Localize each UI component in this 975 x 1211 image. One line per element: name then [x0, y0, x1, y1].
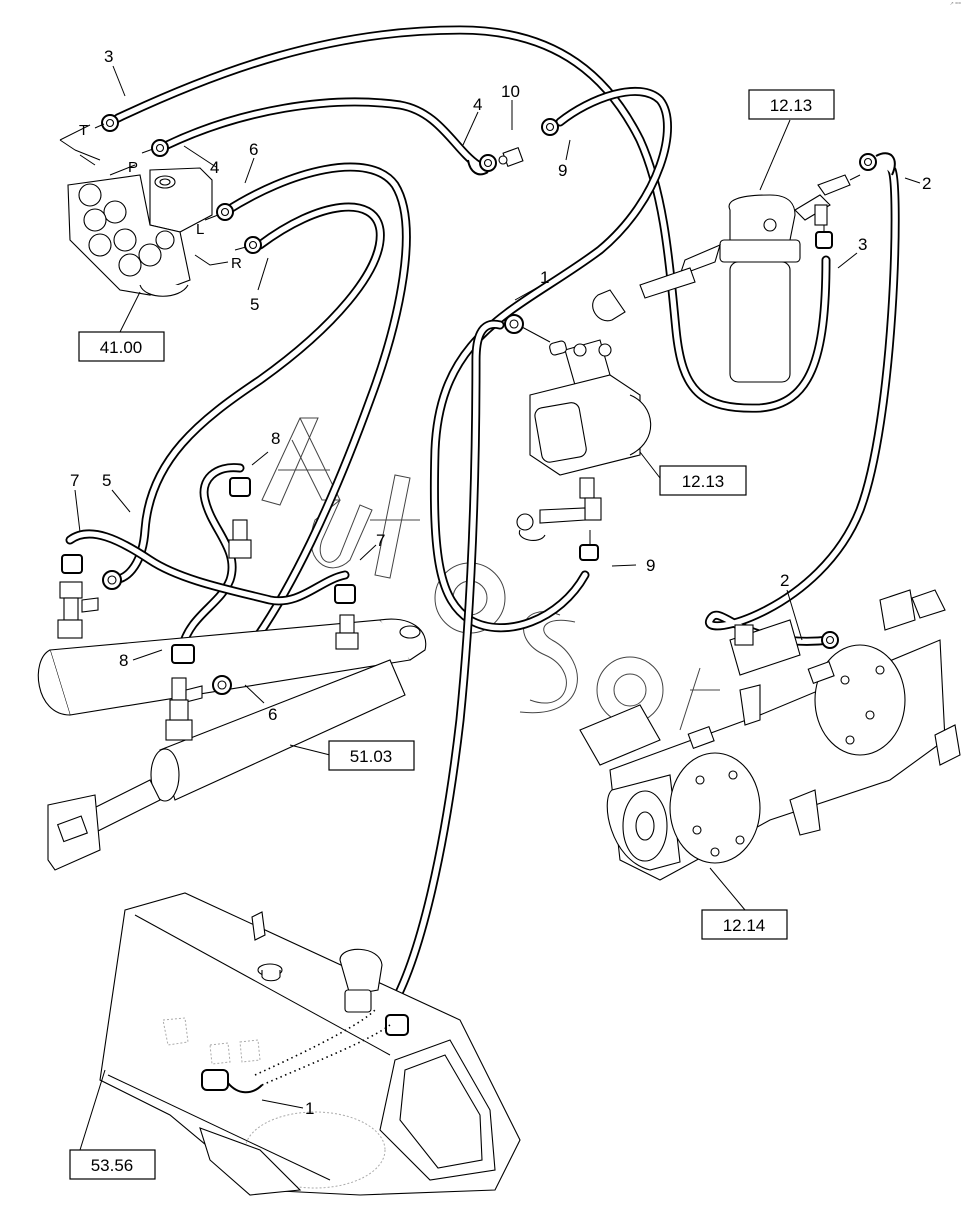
- callout-7-right: 7: [376, 531, 385, 550]
- callout-5-cyl: 5: [102, 471, 111, 490]
- callout-5-valve: 5: [250, 295, 259, 314]
- ref-label-12-14: 12.14: [723, 916, 766, 935]
- callout-8-bottom: 8: [119, 651, 128, 670]
- nut-4: [479, 154, 497, 172]
- ref-label-53-56: 53.56: [91, 1156, 134, 1175]
- ref-label-41-00: 41.00: [100, 338, 143, 357]
- ref-label-12-13-pump: 12.13: [682, 472, 725, 491]
- hose-1: [385, 319, 505, 1015]
- nut-filter-drop: [815, 231, 833, 249]
- hose-7: [65, 529, 350, 606]
- pump-bolts: [692, 665, 885, 857]
- callout-6-cyl: 6: [268, 705, 277, 724]
- hydraulic-tank: [99, 892, 521, 1196]
- cylinder-nuts: [61, 477, 356, 695]
- callout-4-valve: 4: [210, 158, 219, 177]
- charge-pump: [504, 314, 652, 561]
- callout-2-filter: 2: [922, 174, 931, 193]
- cylinder-upper: [37, 618, 427, 716]
- callout-numbers: 3 4 6 5 4 10 9 2 3 1 9 8 7 5 7 8 6 2 1: [70, 47, 931, 1118]
- nut-tank: [385, 1014, 409, 1036]
- ref-label-12-13-filter: 12.13: [770, 96, 813, 115]
- reference-boxes: 41.00 12.13 12.13 51.03 12.14 53.56: [69, 89, 835, 1180]
- fitting-nut-R: [244, 236, 262, 254]
- coupling-assembly: [467, 118, 559, 176]
- port-label-p: P: [128, 159, 138, 176]
- steering-control-valve: [59, 124, 229, 297]
- steering-cylinders: [37, 477, 427, 871]
- ref-box-12-13-pump[interactable]: 12.13: [659, 465, 747, 496]
- callout-10: 10: [501, 82, 520, 101]
- callout-1-tank: 1: [305, 1099, 314, 1118]
- nut-1-elbow: [504, 314, 524, 334]
- hydrostatic-tandem-pump: [579, 589, 961, 881]
- callout-3-valve: 3: [104, 47, 113, 66]
- adapter-10: [498, 146, 524, 168]
- corner-mark: ↗ ==: [949, 1, 961, 7]
- callout-3-filter: 3: [858, 235, 867, 254]
- hose-5: [107, 202, 385, 585]
- hydraulic-filter: [592, 152, 896, 383]
- callout-2-tandem: 2: [780, 571, 789, 590]
- leader-lines: [74, 65, 921, 1151]
- callout-7-left: 7: [70, 471, 79, 490]
- hose-8: [177, 463, 245, 653]
- fitting-nut-L: [216, 203, 234, 221]
- port-label-t: T: [79, 122, 88, 139]
- callout-1-pump: 1: [540, 268, 549, 287]
- hose-2: [705, 165, 900, 646]
- ref-label-51-03: 51.03: [350, 747, 393, 766]
- port-label-l: L: [196, 221, 204, 238]
- callout-8-top: 8: [271, 429, 280, 448]
- ref-box-41-00[interactable]: 41.00: [78, 331, 165, 362]
- fittings-valve: [94, 114, 262, 254]
- callout-6-valve: 6: [249, 140, 258, 159]
- hose-4: [160, 97, 483, 170]
- callout-9-pump: 9: [646, 556, 655, 575]
- elbow-1-tank: [201, 1069, 263, 1094]
- nut-filter-elbow: [859, 153, 877, 171]
- ref-box-51-03[interactable]: 51.03: [328, 740, 415, 771]
- nut-9-top: [541, 118, 559, 136]
- port-labels: T P L R: [79, 122, 242, 272]
- port-label-r: R: [231, 255, 242, 272]
- fitting-nut-P: [151, 139, 169, 157]
- ref-box-12-14[interactable]: 12.14: [701, 909, 788, 940]
- tee-fittings: [57, 519, 359, 741]
- nut-pump-bottom: [579, 544, 599, 561]
- ref-box-53-56[interactable]: 53.56: [69, 1149, 156, 1180]
- callout-4-coupling: 4: [473, 95, 482, 114]
- nut-2-tandem: [821, 631, 839, 649]
- hose-assemblies: [65, 25, 900, 1015]
- watermark: [261, 417, 720, 731]
- ref-box-12-13-filter[interactable]: 12.13: [748, 89, 835, 120]
- callout-9-top: 9: [558, 161, 567, 180]
- cylinder-lower: [47, 659, 406, 871]
- fitting-nut-T: [101, 114, 119, 132]
